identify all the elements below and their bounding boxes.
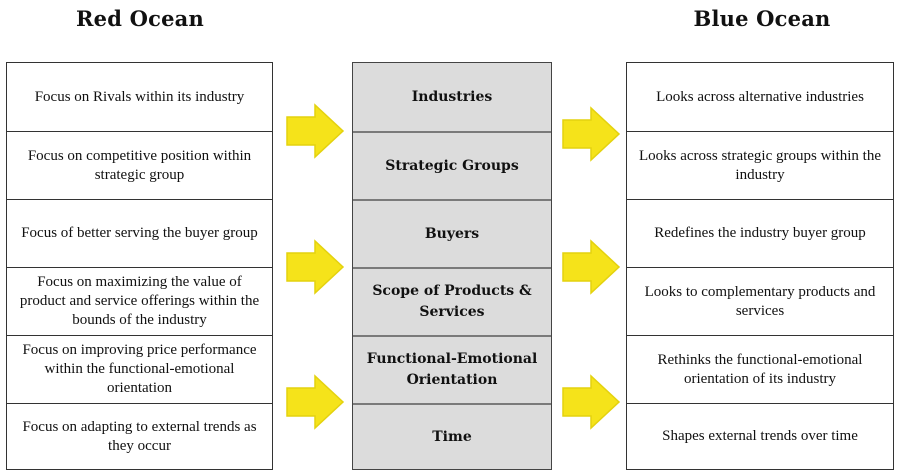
- dimension-time: Time: [353, 403, 551, 469]
- dimensions-column: Industries Strategic Groups Buyers Scope…: [352, 62, 552, 470]
- arrow-right-icon: [562, 106, 621, 162]
- blue-ocean-item-complementary: Looks to complementary products and serv…: [627, 267, 893, 335]
- red-ocean-item-external-trends: Focus on adapting to external trends as …: [7, 403, 272, 469]
- dimension-strategic-groups: Strategic Groups: [353, 131, 551, 199]
- blue-ocean-item-strategic-groups: Looks across strategic groups within the…: [627, 131, 893, 199]
- red-ocean-item-buyer-group: Focus of better serving the buyer group: [7, 199, 272, 267]
- dimension-buyers: Buyers: [353, 199, 551, 267]
- blue-ocean-heading: Blue Ocean: [693, 6, 831, 31]
- blue-ocean-item-functional-emotional: Rethinks the functional-emotional orient…: [627, 335, 893, 403]
- red-ocean-item-product-value: Focus on maximizing the value of product…: [7, 267, 272, 335]
- arrow-right-icon: [286, 103, 345, 159]
- blue-ocean-item-alternative-industries: Looks across alternative industries: [656, 88, 864, 105]
- blue-ocean-item-buyer-group: Redefines the industry buyer group: [627, 199, 893, 267]
- red-ocean-item-competitive-position: Focus on competitive position within str…: [7, 131, 272, 199]
- red-ocean-column: Focus on Rivals within its industry Focu…: [6, 62, 273, 470]
- arrow-right-icon: [286, 239, 345, 295]
- arrow-right-icon: [562, 374, 621, 430]
- blue-ocean-item-shapes-trends: Shapes external trends over time: [627, 403, 893, 469]
- red-ocean-item-price-performance: Focus on improving price performance wit…: [7, 335, 272, 403]
- dimension-industries: Industries: [353, 63, 551, 131]
- blue-ocean-column: Looks across alternative industries Look…: [626, 62, 894, 470]
- red-ocean-item-rivals: Focus on Rivals within its industry: [34, 88, 245, 105]
- dimension-scope: Scope of Products & Services: [353, 267, 551, 335]
- red-ocean-heading: Red Ocean: [76, 6, 204, 31]
- arrow-right-icon: [286, 374, 345, 430]
- arrow-right-icon: [562, 239, 621, 295]
- dimension-functional-emotional: Functional-Emotional Orientation: [353, 335, 551, 403]
